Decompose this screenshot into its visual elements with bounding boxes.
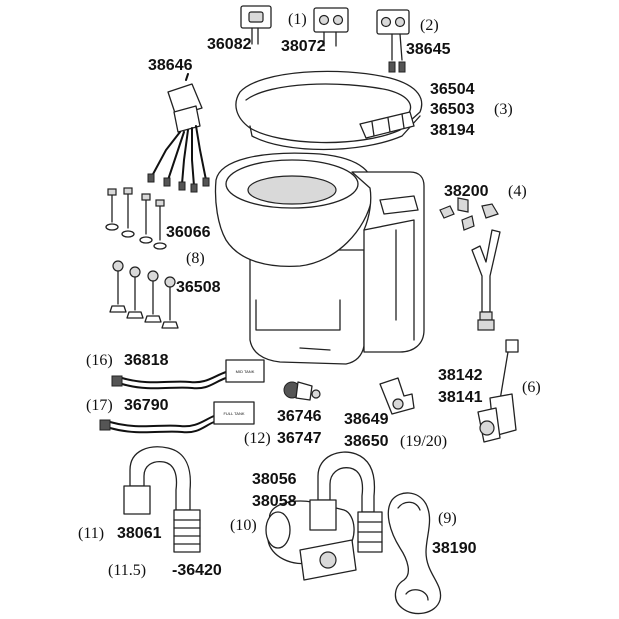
part-38645-label: 38645 <box>406 41 451 58</box>
part-36504-label: 36504 <box>430 81 475 98</box>
ref-17-label: (17) <box>86 397 113 414</box>
part-38194-label: 38194 <box>430 122 475 139</box>
full-tank-label: FULL TANK <box>223 411 244 416</box>
hose-icon <box>387 492 442 615</box>
part-38650-label: 38650 <box>344 433 389 450</box>
part-36503-label: 36503 <box>430 101 475 118</box>
ref-16-label: (16) <box>86 352 113 369</box>
ref-6-label: (6) <box>522 379 541 396</box>
tank-sensor-full-icon: FULL TANK <box>99 401 255 434</box>
bolt-set-36066-icon <box>105 187 167 250</box>
part-36066-label: 36066 <box>166 224 211 241</box>
check-valve-fitting-icon <box>283 381 321 401</box>
seat-lid-icon <box>235 70 423 151</box>
part-38058-label: 38058 <box>252 493 297 510</box>
valve-assembly-icon <box>477 339 519 443</box>
ref-12-label: (12) <box>244 430 271 447</box>
part-38200-label: 38200 <box>444 183 489 200</box>
ref-19-20-label: (19/20) <box>400 433 447 450</box>
part-38061-label: 38061 <box>117 525 162 542</box>
ref-1-label: (1) <box>288 11 307 28</box>
bolt-set-36508-icon <box>109 260 179 329</box>
part-36747-label: 36747 <box>277 430 322 447</box>
ref-8-label: (8) <box>186 250 205 267</box>
switch-panel-38645-icon <box>376 9 410 73</box>
ref-11-label: (11) <box>78 525 104 542</box>
part-36082-label: 36082 <box>207 36 252 53</box>
ref-3-label: (3) <box>494 101 513 118</box>
pump-icon <box>265 451 383 581</box>
toilet-assembly-icon <box>214 152 425 365</box>
ref-9-label: (9) <box>438 510 457 527</box>
ref-11-5-label: (11.5) <box>108 562 146 579</box>
switch-panel-36082-icon <box>240 5 272 45</box>
part-38190-label: 38190 <box>432 540 477 557</box>
part-38646-label: 38646 <box>148 57 193 74</box>
part-38072-label: 38072 <box>281 38 326 55</box>
part-36508-label: 36508 <box>176 279 221 296</box>
part-36818-label: 36818 <box>124 352 169 369</box>
wiring-harness-icon <box>147 73 210 193</box>
part-36790-label: 36790 <box>124 397 169 414</box>
ref-10-label: (10) <box>230 517 257 534</box>
tank-sensor-mid-icon: MID TANK <box>111 359 265 390</box>
part-38649-label: 38649 <box>344 411 389 428</box>
part-36420-label: -36420 <box>172 562 222 579</box>
y-fitting-icon <box>471 229 501 331</box>
elbow-pipe-icon <box>123 446 201 553</box>
switch-panel-38072-icon <box>313 7 349 47</box>
part-38141-label: 38141 <box>438 389 483 406</box>
part-38142-label: 38142 <box>438 367 483 384</box>
ref-2-label: (2) <box>420 17 439 34</box>
valve-icon <box>379 377 415 415</box>
part-38056-label: 38056 <box>252 471 297 488</box>
ref-4-label: (4) <box>508 183 527 200</box>
hose-fitting-icon <box>439 197 499 231</box>
part-36746-label: 36746 <box>277 408 322 425</box>
mid-tank-label: MID TANK <box>236 369 255 374</box>
